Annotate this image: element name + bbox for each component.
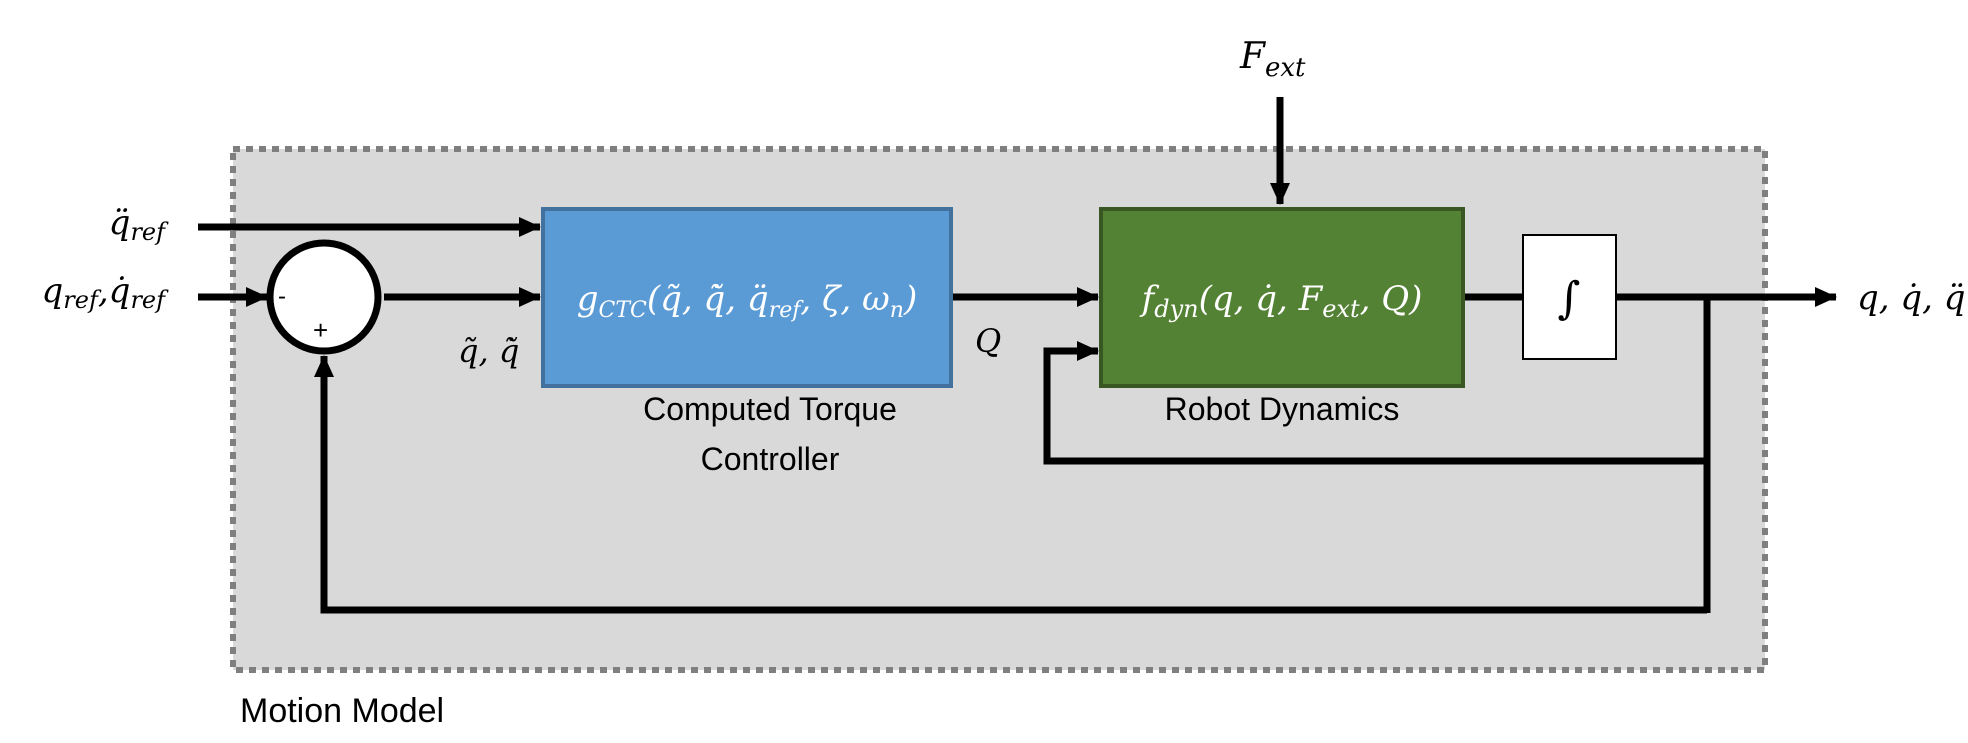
summing-junction <box>266 239 382 355</box>
controller-caption-line1: Computed Torque <box>643 391 897 427</box>
inner-feedback-path <box>1043 341 1707 465</box>
q-ref-label: qref,q̇ref <box>42 271 170 314</box>
robot-dynamics-block <box>1099 207 1465 388</box>
controller-caption-line2: Controller <box>701 441 840 477</box>
error-label: q̃, q̃̇ <box>458 332 519 370</box>
summer-minus-sign: - <box>278 283 286 310</box>
integrator-block <box>1522 234 1617 360</box>
summer-plus-sign: + <box>313 315 328 345</box>
controller-formula: gCTC(q̃, q̃̇, q̈ref, ζ, ωn) <box>577 279 917 323</box>
integral-icon: ∫ <box>1558 273 1581 324</box>
qddot-ref-label: q̈ref <box>109 203 169 246</box>
outer-feedback-path <box>314 355 1707 614</box>
motion-model-label: Motion Model <box>240 692 444 730</box>
torque-label: Q <box>975 322 1001 360</box>
external-force-label: Fext <box>1239 36 1306 83</box>
computed-torque-controller-block <box>541 207 953 388</box>
motion-model-container <box>230 146 1768 673</box>
output-label: q, q̇, q̈ <box>1857 278 1966 318</box>
dynamics-formula: fdyn(q, q̇, Fext, Q) <box>1139 279 1423 323</box>
dynamics-caption: Robot Dynamics <box>1165 391 1400 427</box>
